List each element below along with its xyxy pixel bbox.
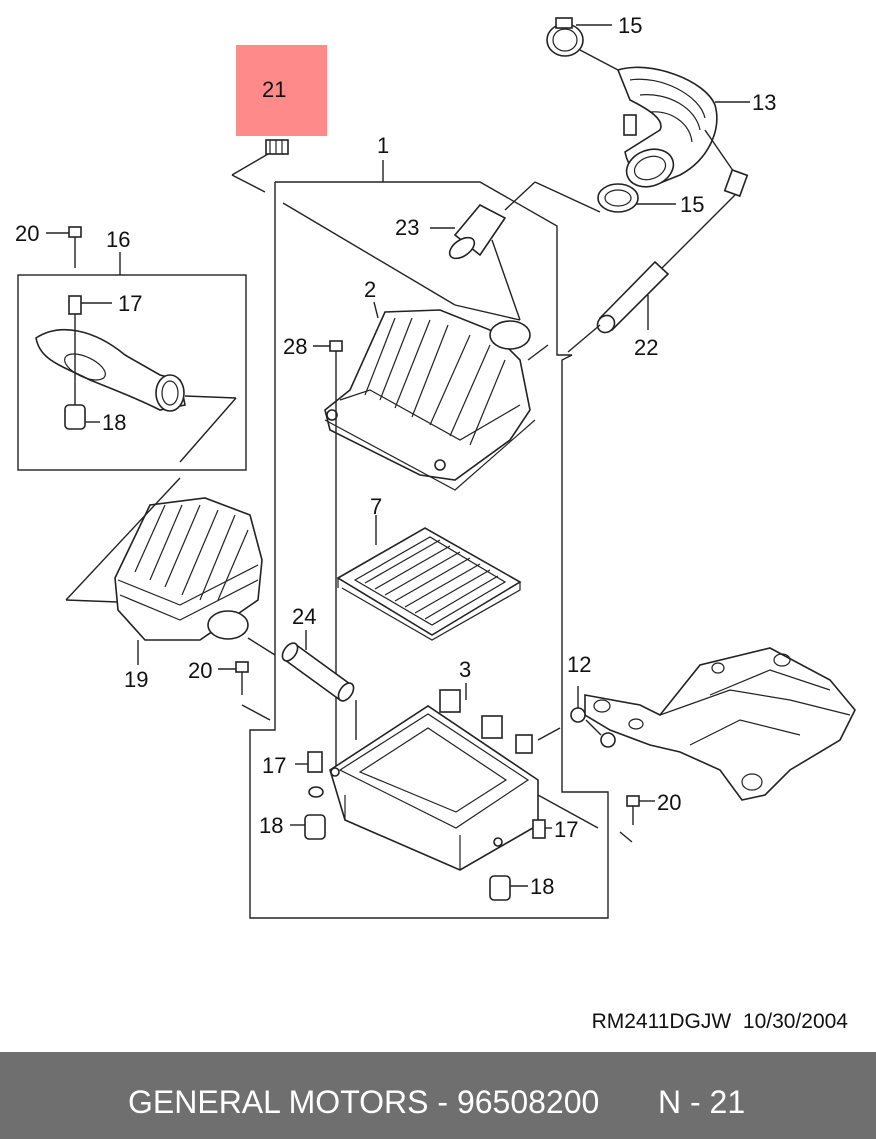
callout-21: 21 — [262, 77, 286, 102]
callout-17-right: 17 — [554, 817, 578, 842]
callout-3: 3 — [459, 657, 471, 682]
footer-part-number: GENERAL MOTORS - 96508200 — [128, 1084, 600, 1120]
part-18-grommet-group16[interactable] — [64, 404, 100, 430]
callout-20-right: 20 — [657, 790, 681, 815]
part-12-clip-lower[interactable] — [585, 719, 616, 748]
callout-20-group16: 20 — [15, 221, 39, 246]
support-bracket[interactable] — [584, 647, 856, 801]
part-15-clamp-upper[interactable] — [546, 17, 619, 71]
group-1-outline — [249, 181, 609, 919]
part-20-bolt-left[interactable] — [218, 661, 271, 721]
part-18-grommet-left[interactable] — [290, 814, 326, 840]
part-21-highlight[interactable] — [236, 45, 327, 136]
part-20-bolt-group16[interactable] — [46, 226, 82, 268]
part-18-grommet-right[interactable] — [489, 875, 528, 901]
callout-13: 13 — [752, 90, 776, 115]
callout-22: 22 — [634, 335, 658, 360]
callout-16: 16 — [106, 227, 130, 252]
callout-20-left: 20 — [188, 658, 212, 683]
part-17-sleeve-left[interactable] — [295, 751, 324, 798]
part-28-bolt[interactable] — [313, 340, 343, 770]
part-19-air-cleaner-assembly[interactable] — [65, 477, 276, 665]
part-2-air-cleaner-cover[interactable] — [324, 301, 549, 491]
part-23-rubber-neck[interactable] — [430, 203, 521, 321]
part-12-clip-upper[interactable] — [570, 686, 586, 723]
part-22-hose[interactable] — [567, 194, 736, 353]
callout-24: 24 — [292, 604, 316, 629]
part-3-lower-housing[interactable] — [329, 683, 599, 871]
callout-18-left: 18 — [259, 813, 283, 838]
callout-17-left: 17 — [262, 753, 286, 778]
part-16-inlet-duct[interactable] — [35, 328, 237, 463]
part-21-sensor[interactable] — [231, 139, 289, 193]
callout-23: 23 — [395, 215, 419, 240]
callout-2: 2 — [364, 277, 376, 302]
footer-bar: GENERAL MOTORS - 96508200 N - 21 — [0, 1052, 876, 1139]
callout-19: 19 — [124, 667, 148, 692]
callout-15-upper: 15 — [618, 13, 642, 38]
callout-17-group16: 17 — [118, 291, 142, 316]
callout-12: 12 — [567, 652, 591, 677]
drawing-code: RM2411DGJW 10/30/2004 — [591, 1010, 848, 1033]
part-13-intake-duct[interactable] — [616, 66, 750, 198]
callout-18-group16: 18 — [102, 410, 126, 435]
callout-18-right: 18 — [530, 874, 554, 899]
callout-28: 28 — [283, 334, 307, 359]
part-7-filter-element[interactable] — [336, 515, 522, 641]
part-20-bolt-right[interactable] — [619, 795, 655, 843]
callout-15-lower: 15 — [680, 192, 704, 217]
part-17-sleeve-group16[interactable] — [68, 295, 112, 405]
part-24-tube[interactable] — [279, 630, 357, 740]
callout-7: 7 — [370, 494, 382, 519]
footer-callout-ref: N - 21 — [658, 1084, 746, 1120]
part-15-clamp-lower[interactable] — [504, 181, 676, 213]
group-16-outline — [17, 274, 247, 471]
part-17-sleeve-right[interactable] — [532, 819, 552, 839]
callout-1: 1 — [377, 133, 389, 158]
